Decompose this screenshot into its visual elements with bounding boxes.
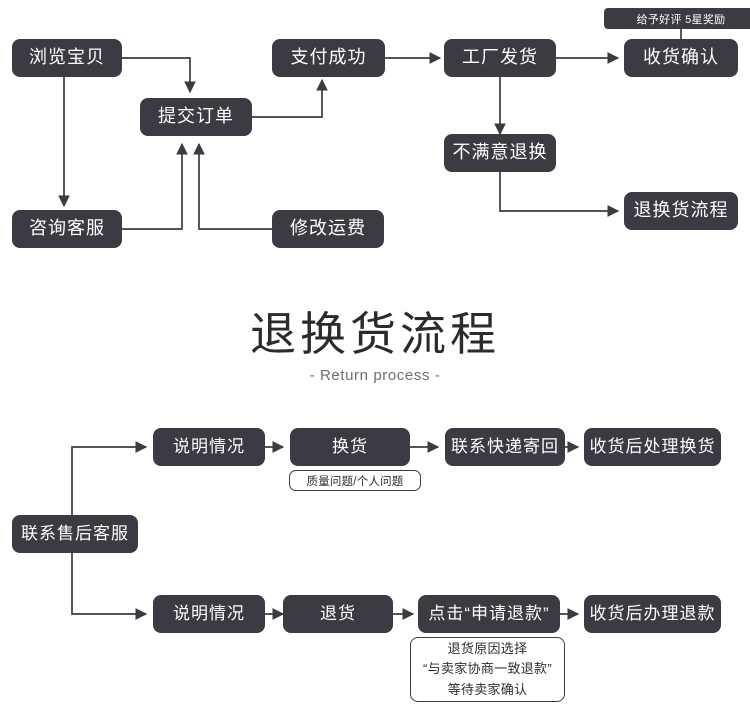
node-handle-exchange-label: 收货后处理换货 <box>589 436 716 456</box>
node-modify-freight-label: 修改运费 <box>290 218 366 239</box>
node-exchange-goods[interactable]: 换货 <box>290 428 410 466</box>
wire-unsatisfied-to-return <box>499 170 620 217</box>
node-confirm-receipt-label: 收货确认 <box>643 47 719 68</box>
node-unsatisfied-return-label: 不满意退换 <box>452 142 548 163</box>
wire-freight-to-submit <box>193 142 272 230</box>
node-pay-success-label: 支付成功 <box>290 47 367 68</box>
node-confirm-receipt[interactable]: 收货确认 <box>624 39 738 77</box>
note-exchange-reason: 质量问题/个人问题 <box>289 470 421 491</box>
note-refund-reason-line-3: 等待卖家确认 <box>447 681 528 697</box>
wire-entry-to-refund-explain <box>71 553 148 620</box>
node-unsatisfied-return[interactable]: 不满意退换 <box>444 134 556 172</box>
node-factory-ship-label: 工厂发货 <box>462 47 538 68</box>
node-browse-item-label: 浏览宝贝 <box>29 47 105 68</box>
tag-good-review-reward: 给予好评 5星奖励 <box>604 8 750 29</box>
node-handle-refund[interactable]: 收货后办理退款 <box>584 595 721 633</box>
node-refund-explain-label: 说明情况 <box>173 603 245 623</box>
node-submit-order[interactable]: 提交订单 <box>140 98 252 136</box>
page-subtitle: - Return process - <box>309 366 441 384</box>
node-modify-freight[interactable]: 修改运费 <box>272 210 384 248</box>
node-handle-exchange[interactable]: 收货后处理换货 <box>584 428 721 466</box>
note-refund-reason-line-2: “与卖家协商一致退款” <box>423 661 552 677</box>
node-pay-success[interactable]: 支付成功 <box>272 39 385 77</box>
node-exchange-explain-label: 说明情况 <box>173 436 245 456</box>
node-browse-item[interactable]: 浏览宝贝 <box>12 39 122 77</box>
node-contact-after-sales-label: 联系售后客服 <box>21 523 129 543</box>
node-contact-courier-label: 联系快递寄回 <box>451 436 559 456</box>
note-refund-reason: 退货原因选择 “与卖家协商一致退款” 等待卖家确认 <box>410 637 565 702</box>
node-handle-refund-label: 收货后办理退款 <box>589 603 716 623</box>
node-return-process-link[interactable]: 退换货流程 <box>624 192 738 230</box>
node-factory-ship[interactable]: 工厂发货 <box>444 39 556 77</box>
node-apply-refund-label: 点击“申请退款” <box>428 603 550 623</box>
tag-good-review-reward-label: 给予好评 5星奖励 <box>636 13 726 26</box>
wire-submit-to-pay <box>252 78 328 118</box>
node-contact-after-sales[interactable]: 联系售后客服 <box>12 515 138 553</box>
note-refund-reason-line-1: 退货原因选择 <box>447 641 528 657</box>
node-exchange-goods-label: 换货 <box>332 436 368 456</box>
node-return-goods-label: 退货 <box>320 603 356 623</box>
section-title-block: 退换货流程 - Return process - <box>0 308 750 384</box>
node-apply-refund[interactable]: 点击“申请退款” <box>418 595 560 633</box>
node-refund-explain[interactable]: 说明情况 <box>153 595 265 633</box>
node-consult-service[interactable]: 咨询客服 <box>12 210 122 248</box>
node-return-process-link-label: 退换货流程 <box>633 200 729 221</box>
wire-consult-to-submit <box>122 142 188 230</box>
page-title: 退换货流程 <box>250 308 500 360</box>
wire-browse-to-submit <box>122 57 196 94</box>
note-exchange-reason-text: 质量问题/个人问题 <box>306 475 404 488</box>
node-contact-courier[interactable]: 联系快递寄回 <box>445 428 565 466</box>
node-submit-order-label: 提交订单 <box>158 106 234 127</box>
node-exchange-explain[interactable]: 说明情况 <box>153 428 265 466</box>
node-consult-service-label: 咨询客服 <box>29 218 105 239</box>
node-return-goods[interactable]: 退货 <box>283 595 393 633</box>
wire-entry-to-exchange-explain <box>71 441 148 515</box>
